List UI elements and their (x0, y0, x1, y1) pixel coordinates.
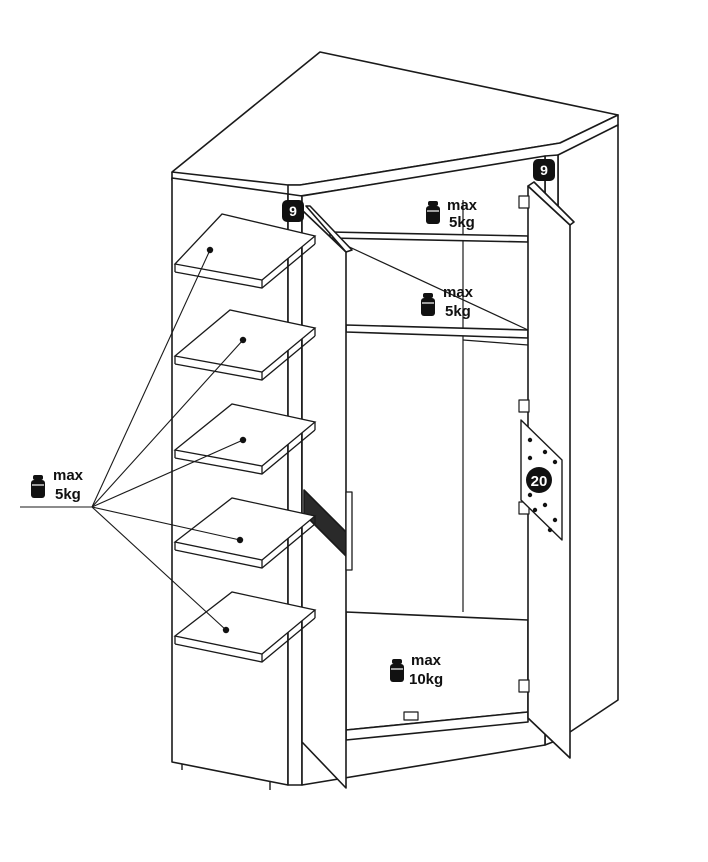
side-shelf-3 (173, 403, 317, 475)
svg-text:9: 9 (289, 203, 297, 219)
weight-icon (420, 292, 436, 317)
side-shelf-1 (173, 213, 317, 289)
weight-icon (30, 474, 46, 499)
svg-text:20: 20 (531, 473, 548, 490)
svg-text:max: max (53, 467, 84, 484)
svg-text:10kg: 10kg (409, 671, 443, 688)
weight-icon (425, 200, 441, 225)
load-label-top-shelf: max 5kg (425, 197, 478, 231)
load-label-middle-shelf: max 5kg (420, 284, 474, 320)
load-label-side-shelves: max 5kg (30, 467, 84, 503)
left-front-pilaster (287, 193, 303, 786)
svg-text:max: max (447, 197, 478, 214)
svg-text:5kg: 5kg (449, 214, 475, 231)
side-shelf-5 (173, 591, 317, 663)
left-door (301, 205, 353, 789)
badge-mirror-panel: 20 (526, 467, 552, 493)
side-shelf-4 (173, 497, 317, 569)
load-label-bottom: max 10kg (389, 652, 443, 688)
svg-text:max: max (443, 284, 474, 301)
svg-text:5kg: 5kg (445, 303, 471, 320)
side-shelves-leader-lines (20, 246, 247, 634)
svg-text:max: max (411, 652, 442, 669)
badge-right-hinge: 9 (533, 159, 555, 181)
badge-left-hinge: 9 (282, 200, 304, 222)
svg-text:9: 9 (540, 162, 548, 178)
weight-icon (389, 658, 405, 683)
left-door-handle (345, 491, 353, 571)
svg-text:5kg: 5kg (55, 486, 81, 503)
